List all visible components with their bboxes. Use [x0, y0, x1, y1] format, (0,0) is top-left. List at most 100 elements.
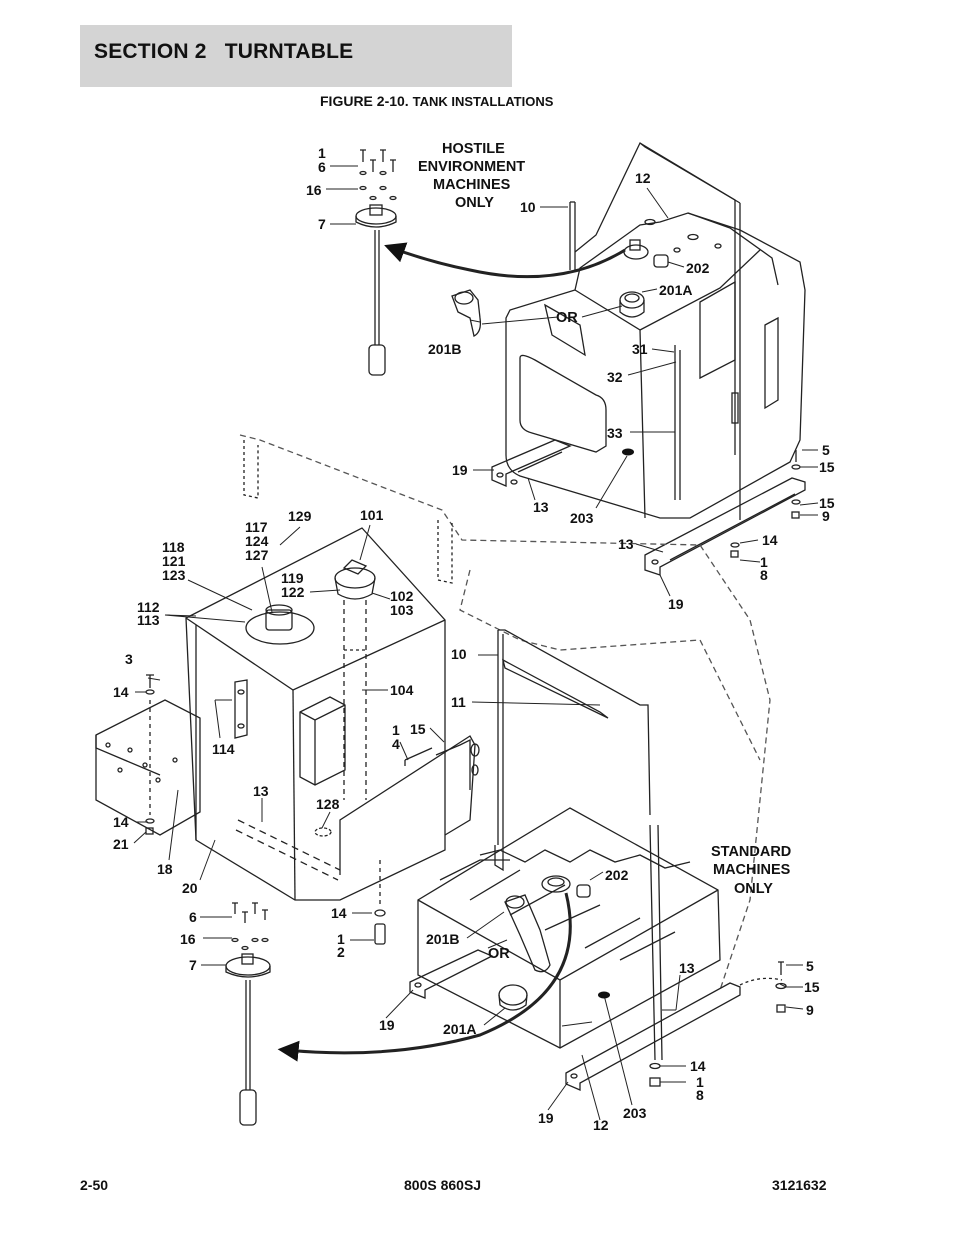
hostile-tank-drawing — [355, 142, 806, 576]
callout-201a: 201A — [443, 1021, 476, 1037]
callout-124: 124 — [245, 533, 269, 549]
callout-19: 19 — [538, 1110, 554, 1126]
hostile-caption: HOSTILE ENVIRONMENT MACHINES ONLY — [418, 141, 525, 211]
callout-14: 14 — [331, 905, 347, 921]
callout-18: 18 — [157, 861, 173, 877]
hydraulic-tank-drawing — [95, 434, 771, 991]
standard-caption-line2: MACHINES — [713, 862, 791, 878]
callout-202: 202 — [686, 260, 710, 276]
callout-201b: 201B — [426, 931, 459, 947]
callout-1: 1 — [318, 145, 326, 161]
callout-122: 122 — [281, 584, 305, 600]
callout-8: 8 — [760, 567, 768, 583]
top-sender-arrow — [384, 242, 626, 279]
footer-doc-number: 3121632 — [772, 1177, 827, 1193]
callout-7: 7 — [318, 216, 326, 232]
bottom-sender-arrow — [277, 892, 572, 1062]
callout-3: 3 — [125, 651, 133, 667]
callout-123: 123 — [162, 567, 186, 583]
callout-1: 1 — [696, 1074, 704, 1090]
callout-103: 103 — [390, 602, 414, 618]
callout-31: 31 — [632, 341, 648, 357]
figure-number: FIGURE 2-10. — [320, 93, 409, 109]
callout-15: 15 — [819, 495, 835, 511]
callout-102: 102 — [390, 588, 414, 604]
callout-7: 7 — [189, 957, 197, 973]
callout-8: 8 — [696, 1087, 704, 1103]
drain-plug-dot-top — [622, 448, 634, 456]
footer-model: 800S 860SJ — [404, 1177, 482, 1193]
callout-9: 9 — [822, 508, 830, 524]
callout-19: 19 — [668, 596, 684, 612]
callout-14: 14 — [113, 814, 129, 830]
section-header-band — [80, 25, 512, 87]
or-label-top: OR — [556, 310, 578, 326]
callout-113: 113 — [137, 612, 160, 628]
callout-104: 104 — [390, 682, 414, 698]
callout-117: 117 — [245, 519, 268, 535]
callout-128: 128 — [316, 796, 340, 812]
callout-12: 12 — [635, 170, 651, 186]
callout-10: 10 — [520, 199, 536, 215]
callout-9: 9 — [806, 1002, 814, 1018]
callout-1: 1 — [760, 554, 768, 570]
hostile-caption-line4: ONLY — [455, 195, 494, 211]
callout-20: 20 — [182, 880, 198, 896]
callout-16: 16 — [306, 182, 322, 198]
callout-labels: 1 6 16 7 10 12 202 201A 201B 31 32 33 19… — [113, 145, 835, 1133]
or-label-bottom: OR — [488, 946, 510, 962]
callout-2: 2 — [337, 944, 345, 960]
callout-12: 12 — [593, 1117, 609, 1133]
figure-subtitle: TANK INSTALLATIONS — [412, 94, 554, 109]
callout-32: 32 — [607, 369, 623, 385]
callout-6: 6 — [318, 159, 326, 175]
hostile-caption-line3: MACHINES — [433, 177, 511, 193]
callout-129: 129 — [288, 508, 312, 524]
callout-10: 10 — [451, 646, 467, 662]
callout-11: 11 — [451, 694, 466, 710]
callout-14: 14 — [690, 1058, 706, 1074]
callout-21: 21 — [113, 836, 129, 852]
callout-201a: 201A — [659, 282, 692, 298]
callout-202: 202 — [605, 867, 629, 883]
callout-114: 114 — [212, 741, 235, 757]
callout-15: 15 — [410, 721, 426, 737]
figure-title: FIGURE 2-10. TANK INSTALLATIONS — [320, 93, 553, 109]
callout-33: 33 — [607, 425, 623, 441]
drain-plug-dot-bottom — [598, 991, 610, 999]
callout-13: 13 — [253, 783, 269, 799]
callout-1: 1 — [392, 722, 400, 738]
callout-1: 1 — [337, 931, 345, 947]
standard-caption-line1: STANDARD — [711, 844, 791, 860]
callout-203: 203 — [623, 1105, 647, 1121]
callout-6: 6 — [189, 909, 197, 925]
callout-19: 19 — [452, 462, 468, 478]
callout-15: 15 — [819, 459, 835, 475]
callout-16: 16 — [180, 931, 196, 947]
callout-13: 13 — [533, 499, 549, 515]
section-title: SECTION 2 TURNTABLE — [94, 40, 354, 63]
callout-203: 203 — [570, 510, 594, 526]
hostile-caption-line2: ENVIRONMENT — [418, 159, 525, 175]
hostile-caption-line1: HOSTILE — [442, 141, 505, 157]
callout-13: 13 — [618, 536, 634, 552]
callout-121: 121 — [162, 553, 186, 569]
callout-14: 14 — [113, 684, 129, 700]
callout-118: 118 — [162, 539, 185, 555]
callout-127: 127 — [245, 547, 269, 563]
standard-caption-line3: ONLY — [734, 881, 773, 897]
standard-tank-drawing — [225, 629, 787, 1126]
callout-4: 4 — [392, 736, 400, 752]
footer-page-number: 2-50 — [80, 1177, 109, 1193]
callout-112: 112 — [137, 599, 160, 615]
standard-caption: STANDARD MACHINES ONLY — [711, 844, 791, 897]
callout-201b: 201B — [428, 341, 461, 357]
callout-5: 5 — [822, 442, 830, 458]
callout-119: 119 — [281, 570, 304, 586]
callout-5: 5 — [806, 958, 814, 974]
callout-101: 101 — [360, 507, 384, 523]
callout-19: 19 — [379, 1017, 395, 1033]
leader-lines — [133, 165, 819, 1121]
callout-15: 15 — [804, 979, 820, 995]
